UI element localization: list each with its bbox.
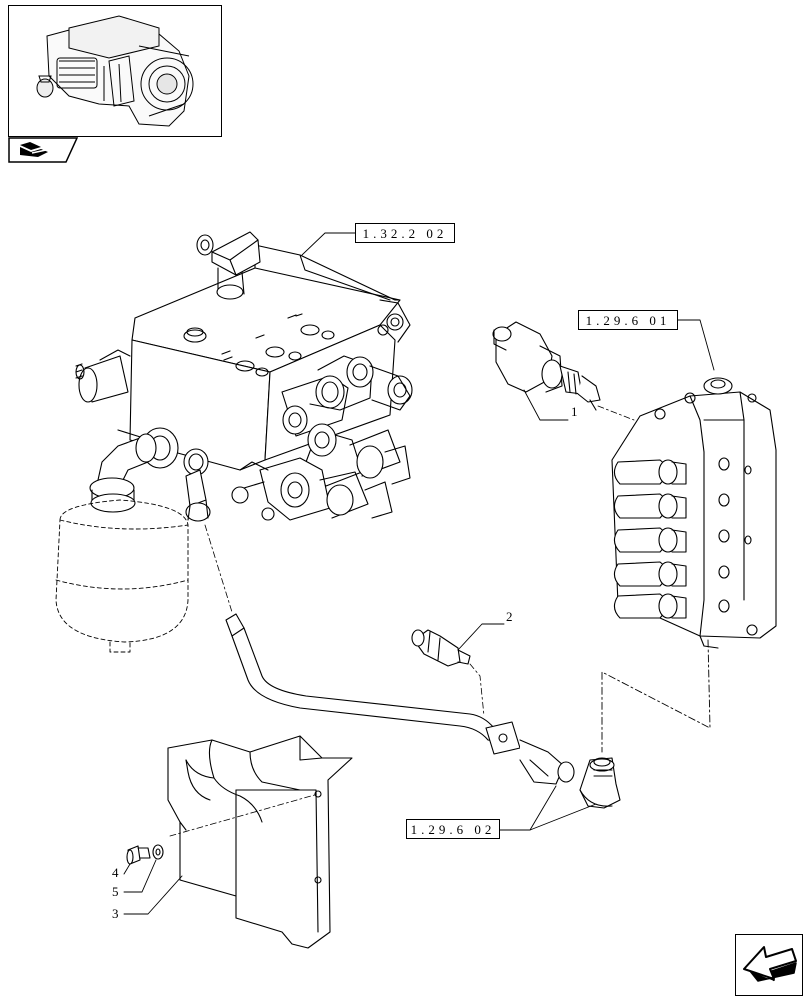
next-arrow-icon[interactable]: [735, 934, 803, 996]
thumbnail-drawing: [36, 15, 194, 127]
ref-manifold[interactable]: 1.29.6 01: [578, 310, 678, 330]
manifold[interactable]: [611, 377, 777, 649]
callout-washer: 5: [112, 884, 119, 899]
next-arrow-drawing: [743, 946, 797, 982]
transmission-thumbnail-icon[interactable]: [8, 5, 222, 137]
valve-block[interactable]: [75, 231, 413, 521]
pipe[interactable]: [225, 613, 575, 785]
book-tab-icon[interactable]: [8, 137, 79, 163]
callout-screw: 4: [112, 865, 119, 880]
ref-pipe[interactable]: 1.29.6 02: [406, 819, 500, 839]
pipe-fitting-top[interactable]: [185, 469, 211, 522]
elbow-fitting[interactable]: [89, 433, 157, 513]
sensor[interactable]: [411, 629, 471, 667]
ref-valve-block[interactable]: 1.32.2 02: [355, 223, 455, 243]
callout-solenoid: 1: [571, 404, 578, 419]
callout-guard: 3: [112, 906, 119, 921]
accumulator[interactable]: [55, 499, 189, 653]
elbow-pipe-fitting[interactable]: [579, 757, 621, 809]
solenoid[interactable]: [492, 321, 601, 411]
callout-sensor: 2: [506, 609, 513, 624]
washer[interactable]: [152, 844, 164, 860]
screw[interactable]: [126, 845, 151, 865]
book-tab-drawing: [8, 137, 79, 163]
guard-plate[interactable]: [167, 735, 353, 949]
